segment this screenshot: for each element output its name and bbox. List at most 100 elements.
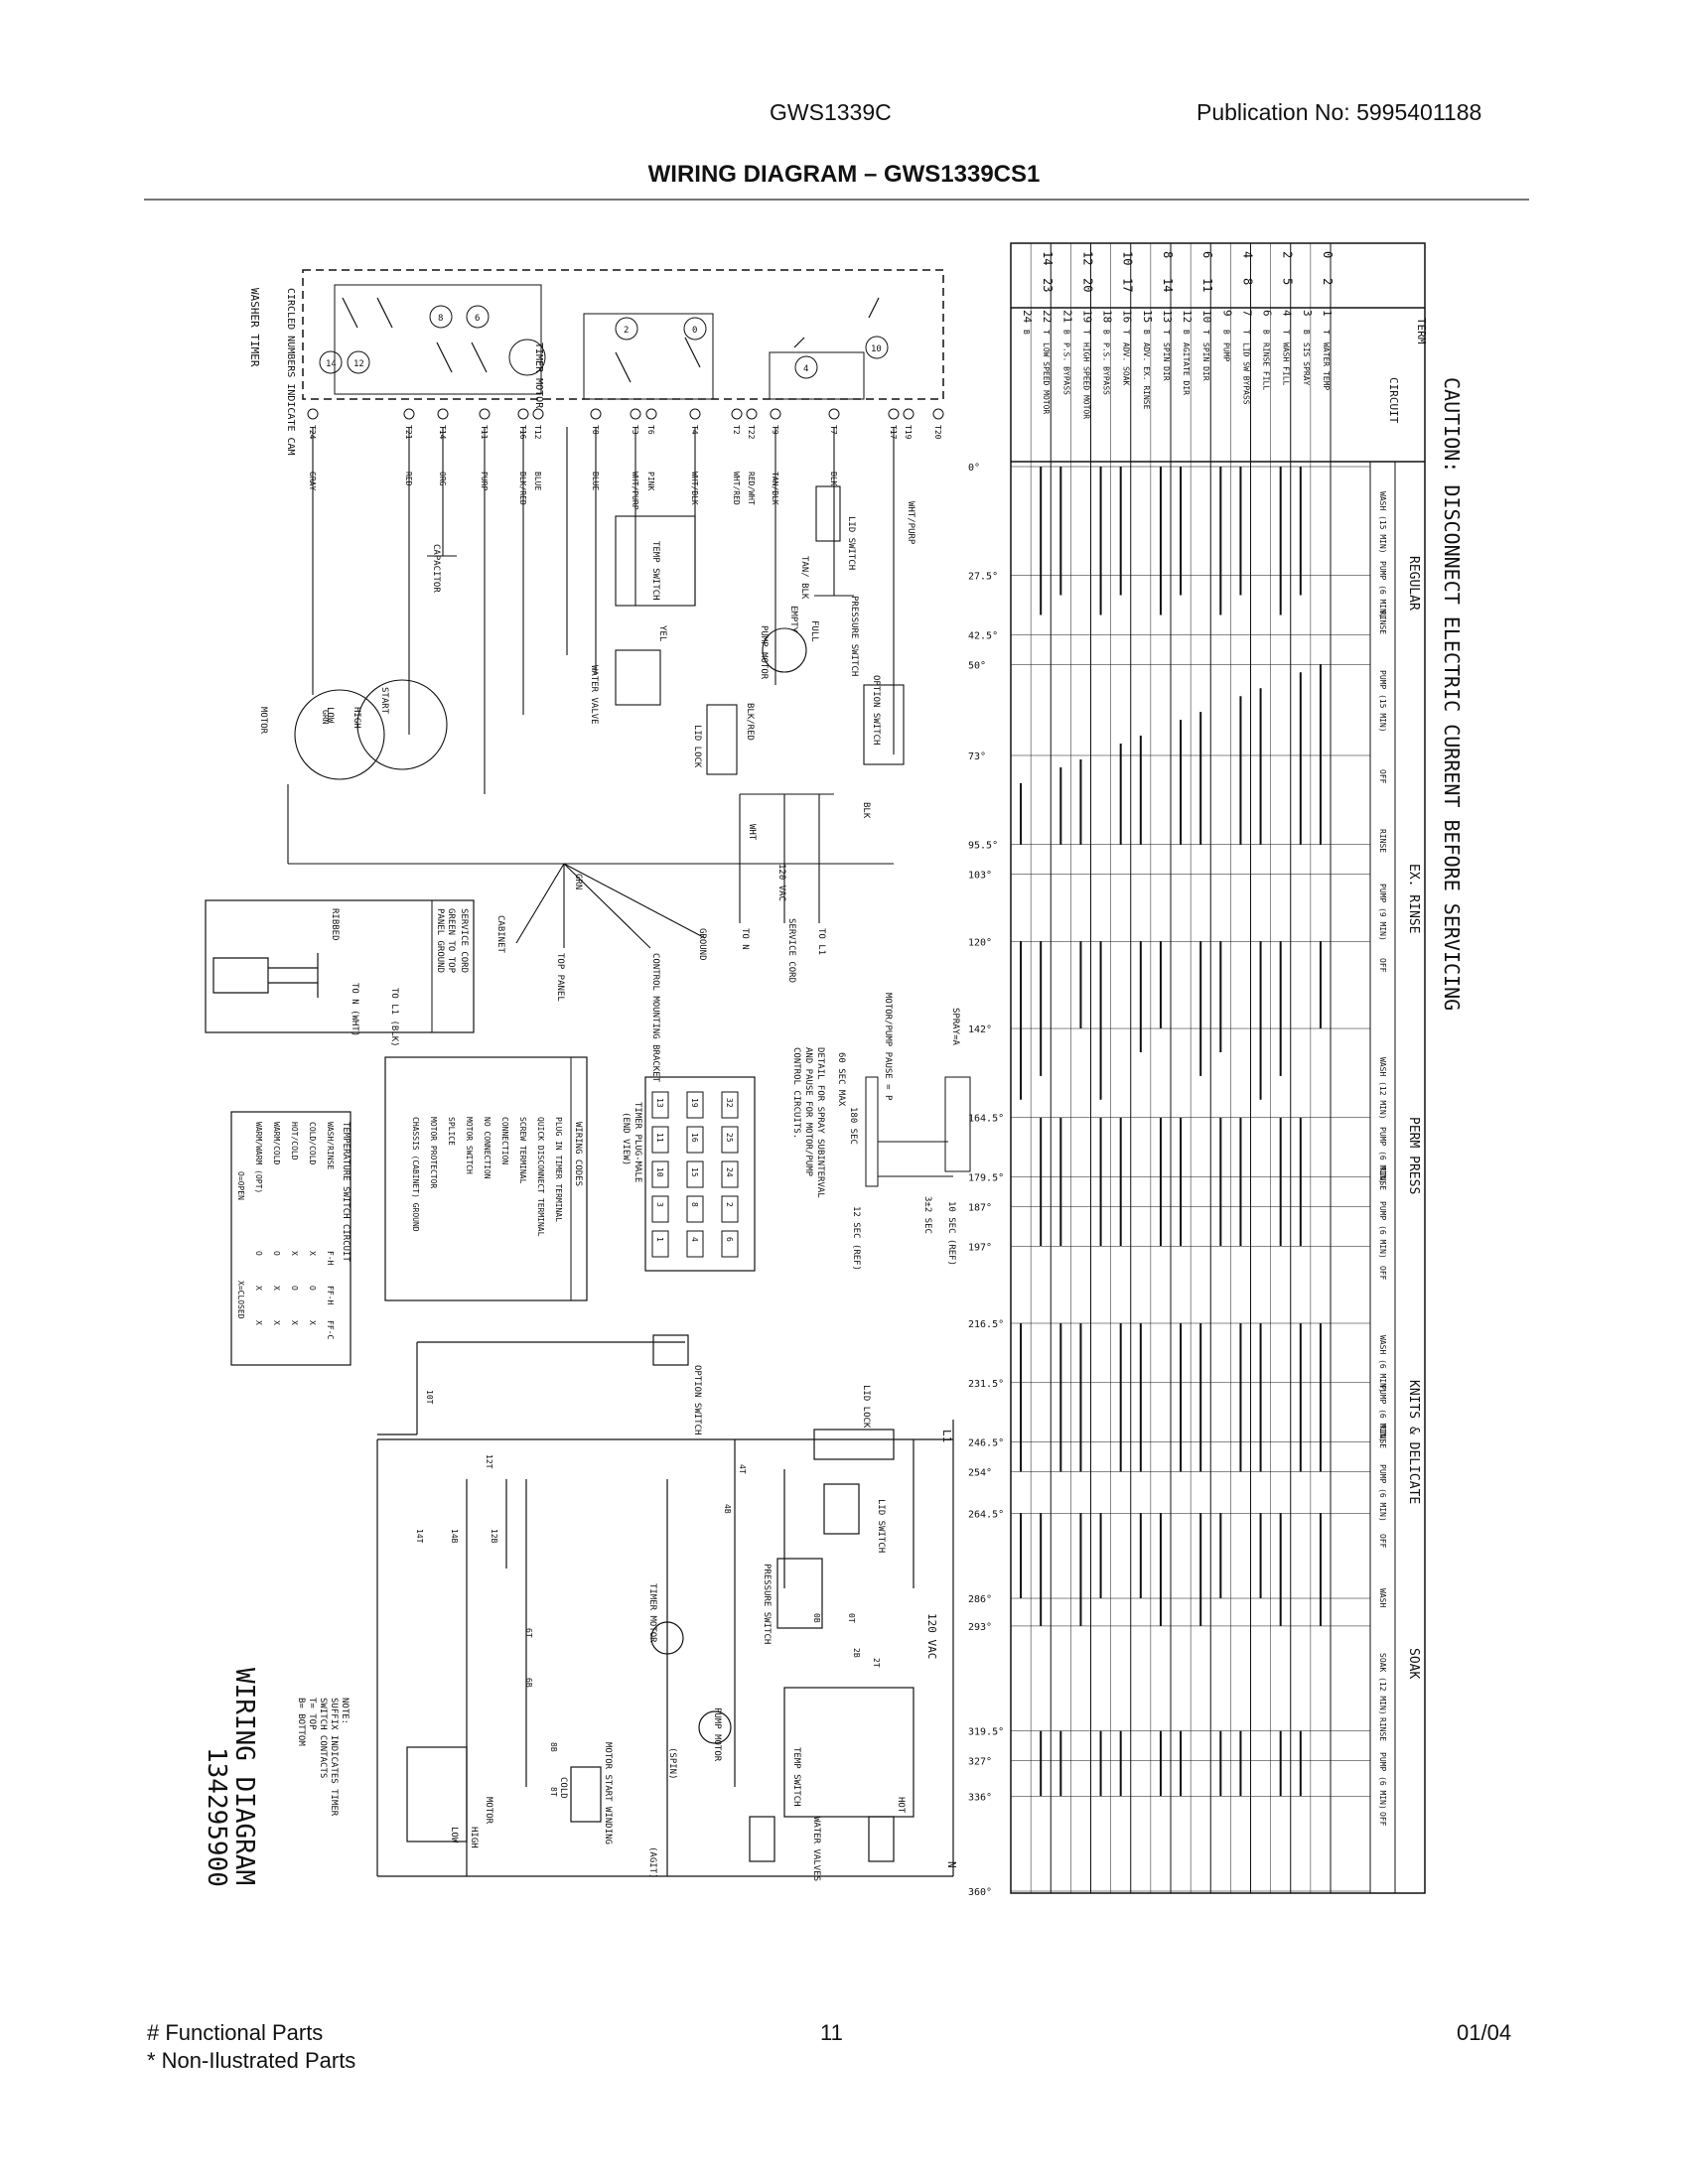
header-model: GWS1339C xyxy=(770,99,892,125)
caution-text: CAUTION: DISCONNECT ELECTRIC CURRENT BEF… xyxy=(1440,377,1464,1011)
schematic-label-11: MOTOR xyxy=(484,1797,493,1825)
contact-9: 2T xyxy=(872,1658,881,1668)
pin-box-0-0 xyxy=(721,1091,739,1119)
code-3: CONNECTION xyxy=(500,1117,509,1164)
diagram-title: WIRING DIAGRAM xyxy=(229,1668,259,1885)
term-ext-6: 11 xyxy=(1200,278,1214,292)
degree-23: 360° xyxy=(968,1887,992,1898)
phase-20: RINSE xyxy=(1378,1717,1387,1741)
term-num-12: 19 xyxy=(1080,310,1093,323)
pin-box-1-0 xyxy=(686,1091,704,1119)
temp-row-4-1: O xyxy=(254,1251,263,1256)
temp-row-0-1: F-H xyxy=(326,1251,335,1266)
cabinet-label: CABINET xyxy=(495,915,505,954)
degree-4: 73° xyxy=(968,751,986,762)
phase-14: PUMP (6 MIN) xyxy=(1378,1385,1387,1442)
term-pos-5: B xyxy=(1221,330,1230,335)
degree-21: 327° xyxy=(968,1756,992,1767)
temp-row-4-2: X xyxy=(254,1286,263,1291)
water-valve-label: WATER VALVE xyxy=(589,665,599,725)
temp-row-4-3: X xyxy=(254,1320,263,1325)
temp-row-3-label: WARM/COLD xyxy=(272,1122,281,1165)
term-ext-0: 2 xyxy=(1321,278,1335,285)
contact-2: 14B xyxy=(450,1529,459,1544)
term-cam-4: 4 xyxy=(1240,251,1254,258)
circuit-0: WATER TEMP xyxy=(1322,342,1331,390)
tan-blk-label: TAN/ BLK xyxy=(799,556,809,600)
circuit-5: PUMP xyxy=(1221,342,1230,361)
vac-schematic-label: 120 VAC xyxy=(925,1613,938,1659)
degree-9: 164.5° xyxy=(968,1114,1004,1125)
ribbed-label: RIBBED xyxy=(330,908,340,941)
terminal-dot-6 xyxy=(590,408,602,420)
term-pos-6: T xyxy=(1201,330,1210,335)
code-4: NO CONNECTION xyxy=(483,1117,492,1179)
contact-7: 0T xyxy=(847,1613,856,1623)
diagram-notes: WIRING DIAGRAM 134295900 NOTE:SUFFIX IND… xyxy=(202,1668,350,1887)
term-num-13: 21 xyxy=(1060,310,1073,323)
temp-row-0-3: FF-C xyxy=(326,1320,335,1339)
note-0: NOTE: xyxy=(340,1698,350,1724)
s3-label: 3±2 SEC xyxy=(922,1196,932,1234)
degree-6: 103° xyxy=(968,871,992,882)
phase-0: WASH (15 MIN) xyxy=(1378,491,1387,554)
cam-8: 8 xyxy=(438,314,443,324)
phase-21: PUMP (6 MIN) xyxy=(1378,1752,1387,1810)
timer-motor-label: TIMER MOTOR xyxy=(533,342,544,409)
terminal-dot-11 xyxy=(746,408,758,420)
pin-box-0-2 xyxy=(721,1160,739,1188)
pin-box-1-4 xyxy=(686,1230,704,1258)
pin-box-2-3 xyxy=(651,1195,669,1223)
pin-0-1: 25 xyxy=(725,1133,734,1143)
code-5: MOTOR SWITCH xyxy=(465,1117,474,1174)
terminal-11: T22 xyxy=(747,425,756,440)
control-bracket-label: CONTROL MOUNTING BRACKET xyxy=(650,953,660,1083)
cycle-ex-rinse: EX. RINSE xyxy=(1406,864,1421,933)
phase-5: RINSE xyxy=(1378,829,1387,853)
empty-label: EMPTY xyxy=(788,606,798,633)
schematic-label-7: TEMP SWITCH xyxy=(791,1747,801,1807)
degree-16: 254° xyxy=(968,1467,992,1478)
spray-detail: SPRAY=A MOTOR/PUMP PAUSE = P 180 SEC 60 … xyxy=(791,993,971,1271)
pump-motor-label: PUMP MOTOR xyxy=(759,625,769,680)
terminal-dot-9 xyxy=(689,408,701,420)
term-pos-9: B xyxy=(1142,330,1151,335)
wiring-codes-box: WIRING CODES PLUG IN TIMER TERMINALQUICK… xyxy=(384,1056,588,1301)
plug-subtitle: (END VIEW) xyxy=(621,1112,631,1165)
phase-16: PUMP (6 MIN) xyxy=(1378,1464,1387,1522)
circuit-12: HIGH SPEED MOTOR xyxy=(1081,342,1090,419)
cord-line-1: GREEN TO TOP xyxy=(446,908,456,974)
terminal-10: T2 xyxy=(732,425,741,435)
contact-0: 10T xyxy=(425,1390,434,1405)
cord-line-2: PANEL GROUND xyxy=(435,908,445,973)
pin-0-2: 24 xyxy=(725,1167,734,1177)
phase-22: OFF xyxy=(1378,1812,1387,1827)
temp-row-1-label: COLD/COLD xyxy=(308,1122,317,1165)
code-2: SCREW TERMINAL xyxy=(518,1117,527,1184)
degree-5: 95.5° xyxy=(968,841,998,852)
terminal-dot-16 xyxy=(932,408,944,420)
term-cam-6: 6 xyxy=(1200,251,1214,258)
schematic-label-0: OPTION SWITCH xyxy=(692,1365,702,1434)
pin-1-4: 4 xyxy=(690,1237,699,1242)
circuit-13: P.S. BYPASS xyxy=(1061,342,1070,395)
cam-bars xyxy=(1020,467,1322,1797)
temp-switch-label: TEMP SWITCH xyxy=(650,541,660,601)
pin-1-2: 15 xyxy=(690,1167,699,1177)
cord-title: SERVICE CORD xyxy=(459,908,469,973)
pin-box-1-1 xyxy=(686,1126,704,1154)
terminal-dot-15 xyxy=(903,408,914,420)
phase-12: OFF xyxy=(1378,1266,1387,1281)
pin-box-1-2 xyxy=(686,1160,704,1188)
terminal-16: T20 xyxy=(933,425,942,440)
circuit-1: SIS SPRAY xyxy=(1302,342,1311,386)
terminal-8: T6 xyxy=(646,425,655,435)
term-pos-3: B xyxy=(1262,330,1271,335)
note-3: T= TOP xyxy=(307,1698,317,1730)
pressure-switch-label: PRESSURE SWITCH xyxy=(849,596,859,676)
footer-non-illustrated: * Non-Ilustrated Parts xyxy=(147,2048,356,2073)
term-pos-1: B xyxy=(1302,330,1311,335)
grn-label: GRN xyxy=(573,874,583,889)
pin-2-4: 1 xyxy=(655,1237,664,1242)
